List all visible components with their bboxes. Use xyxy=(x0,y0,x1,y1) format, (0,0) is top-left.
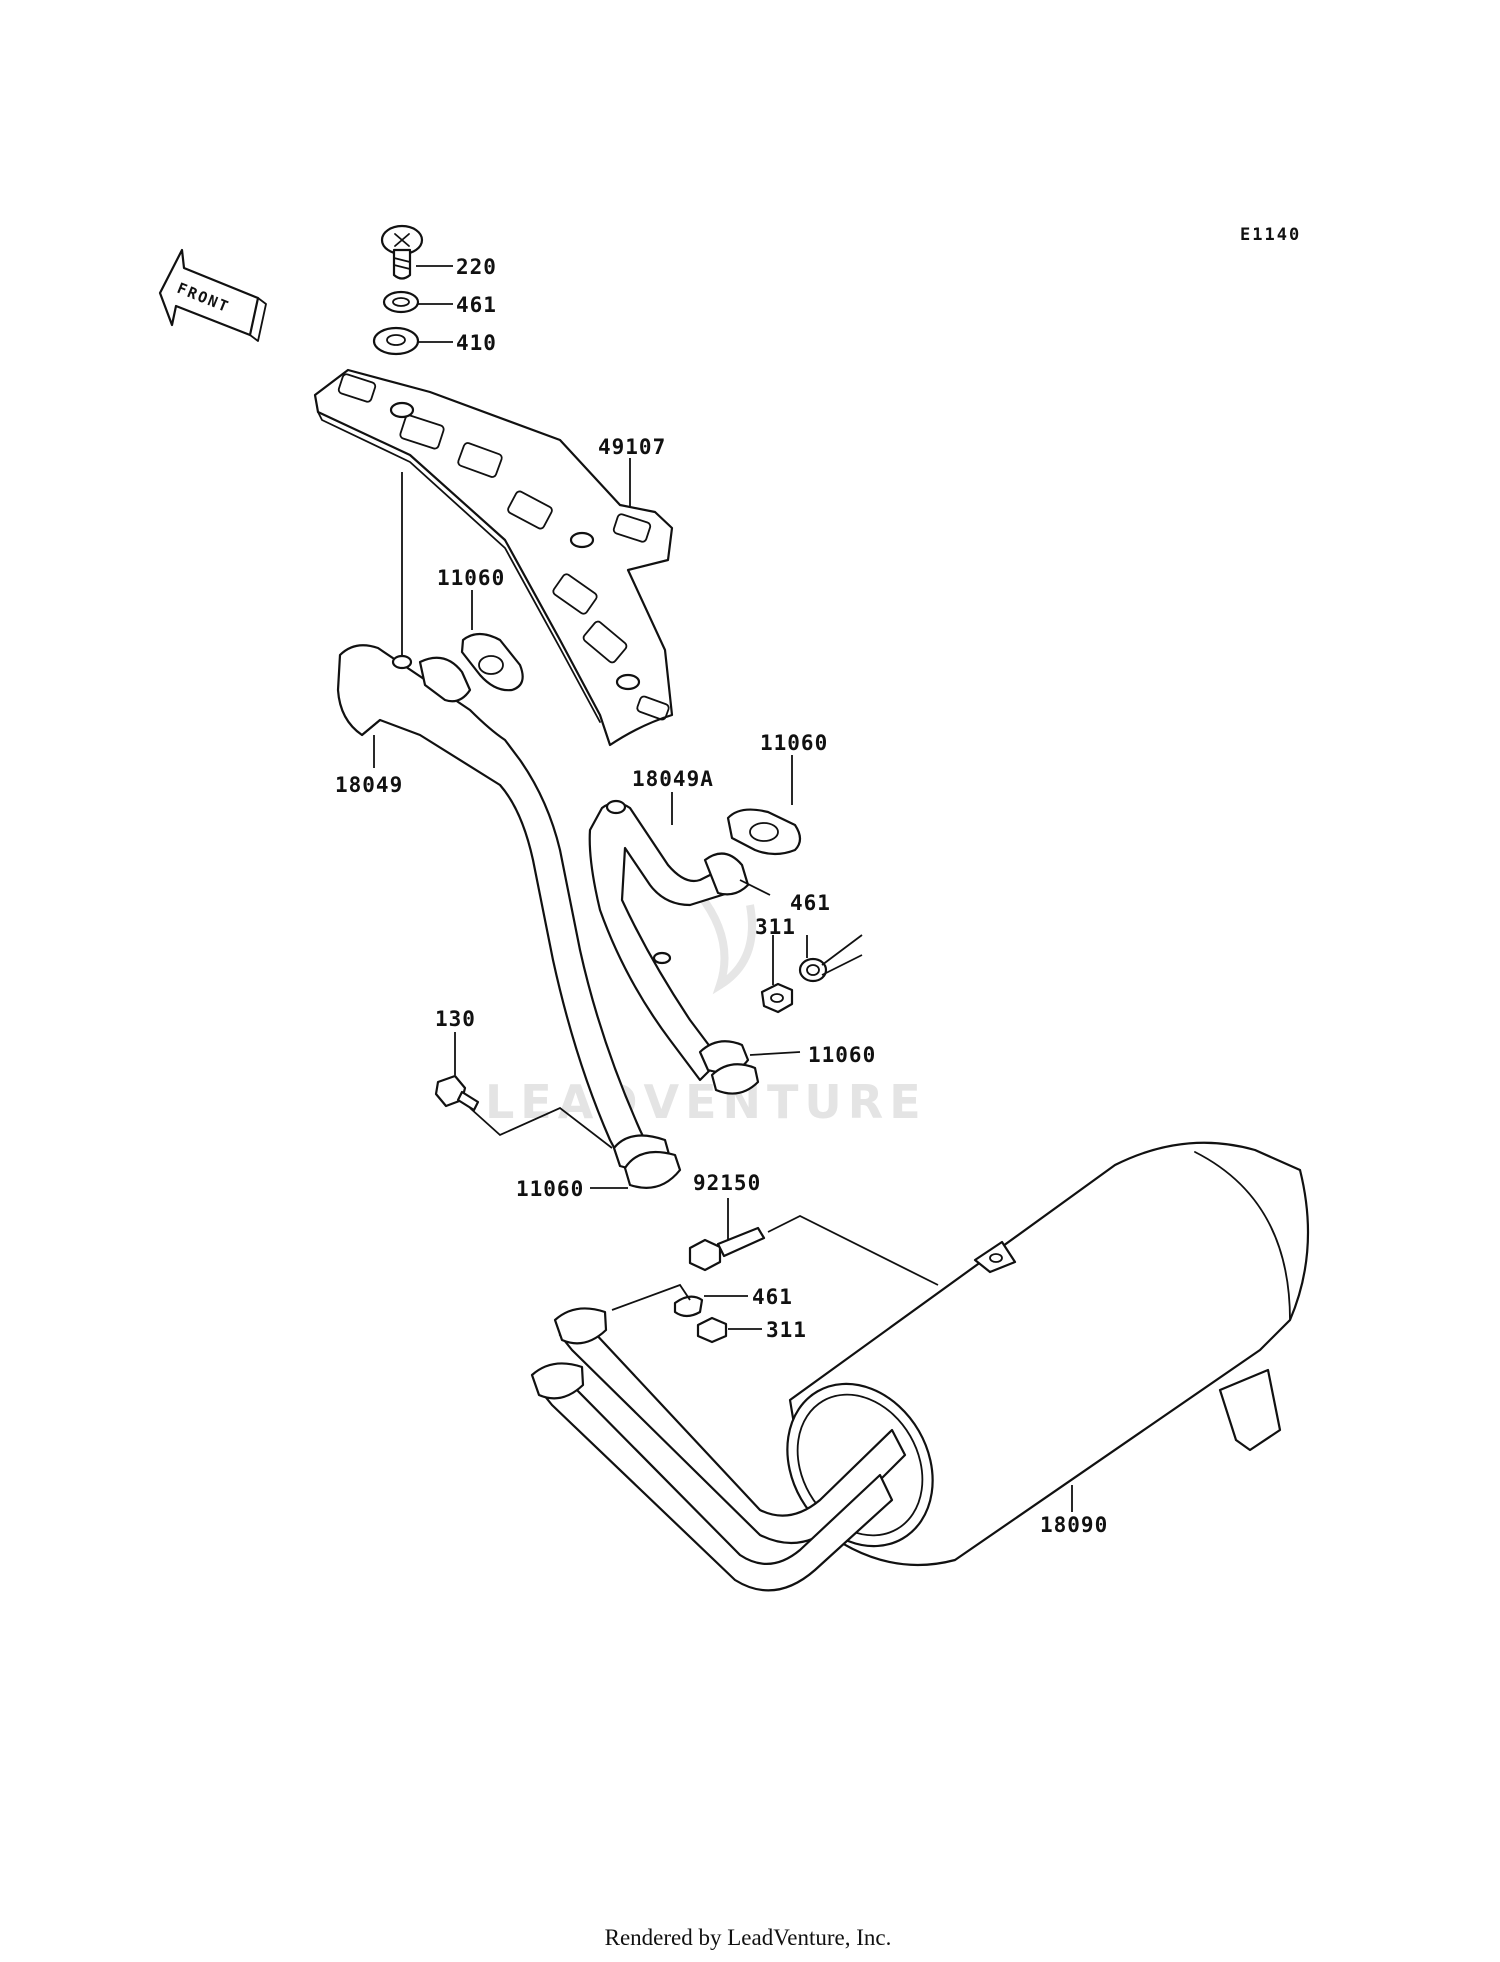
lock-washer-461-mid xyxy=(798,957,828,983)
diagram-code: E1140 xyxy=(1240,225,1301,245)
callout-461-mid: 461 xyxy=(790,891,831,915)
watermark-text: LEADVENTURE xyxy=(485,1075,927,1129)
assembly-line-130 xyxy=(469,1106,613,1149)
nut-311-low xyxy=(696,1316,728,1344)
callout-311-mid: 311 xyxy=(755,915,796,939)
callout-18090: 18090 xyxy=(1040,1513,1108,1537)
gasket-11060-upper xyxy=(460,632,524,692)
callout-311-low: 311 xyxy=(766,1318,807,1342)
callout-461-low: 461 xyxy=(752,1285,793,1309)
callout-11060-upper: 11060 xyxy=(437,566,505,590)
exhaust-pipe-18049A xyxy=(588,799,750,1082)
bolt-92150 xyxy=(688,1226,766,1272)
assembly-line-mid xyxy=(821,934,863,976)
screw-220 xyxy=(380,224,424,280)
lock-washer-461-top xyxy=(382,290,420,314)
front-arrow-icon: FRONT xyxy=(158,248,267,342)
assembly-line-low xyxy=(611,1283,691,1311)
leader-lines xyxy=(373,265,1073,1512)
gasket-11060-low xyxy=(623,1150,682,1189)
watermark: LEADVENTURE xyxy=(485,892,927,1129)
callout-461-top: 461 xyxy=(456,293,497,317)
bolt-130 xyxy=(434,1074,480,1112)
exhaust-pipe-18049 xyxy=(336,644,672,1171)
callout-130: 130 xyxy=(435,1007,476,1031)
lock-washer-461-low xyxy=(673,1295,704,1318)
heat-shield-49107 xyxy=(313,368,674,747)
callout-220: 220 xyxy=(456,255,497,279)
callout-49107: 49107 xyxy=(598,435,666,459)
callout-11060-low: 11060 xyxy=(516,1177,584,1201)
assembly-line-92150 xyxy=(767,1214,939,1286)
callout-18049: 18049 xyxy=(335,773,403,797)
callout-11060-mid: 11060 xyxy=(808,1043,876,1067)
washer-410 xyxy=(372,326,420,356)
callout-11060-right: 11060 xyxy=(760,731,828,755)
gasket-11060-right xyxy=(726,808,802,856)
callout-92150: 92150 xyxy=(693,1171,761,1195)
nut-311-mid xyxy=(760,982,794,1014)
gasket-11060-mid xyxy=(710,1063,760,1095)
footer-credit: Rendered by LeadVenture, Inc. xyxy=(605,1925,892,1950)
watermark-flame-icon xyxy=(696,892,756,995)
callout-18049A: 18049A xyxy=(632,767,714,791)
muffler-18090 xyxy=(530,1141,1310,1592)
callout-410: 410 xyxy=(456,331,497,355)
